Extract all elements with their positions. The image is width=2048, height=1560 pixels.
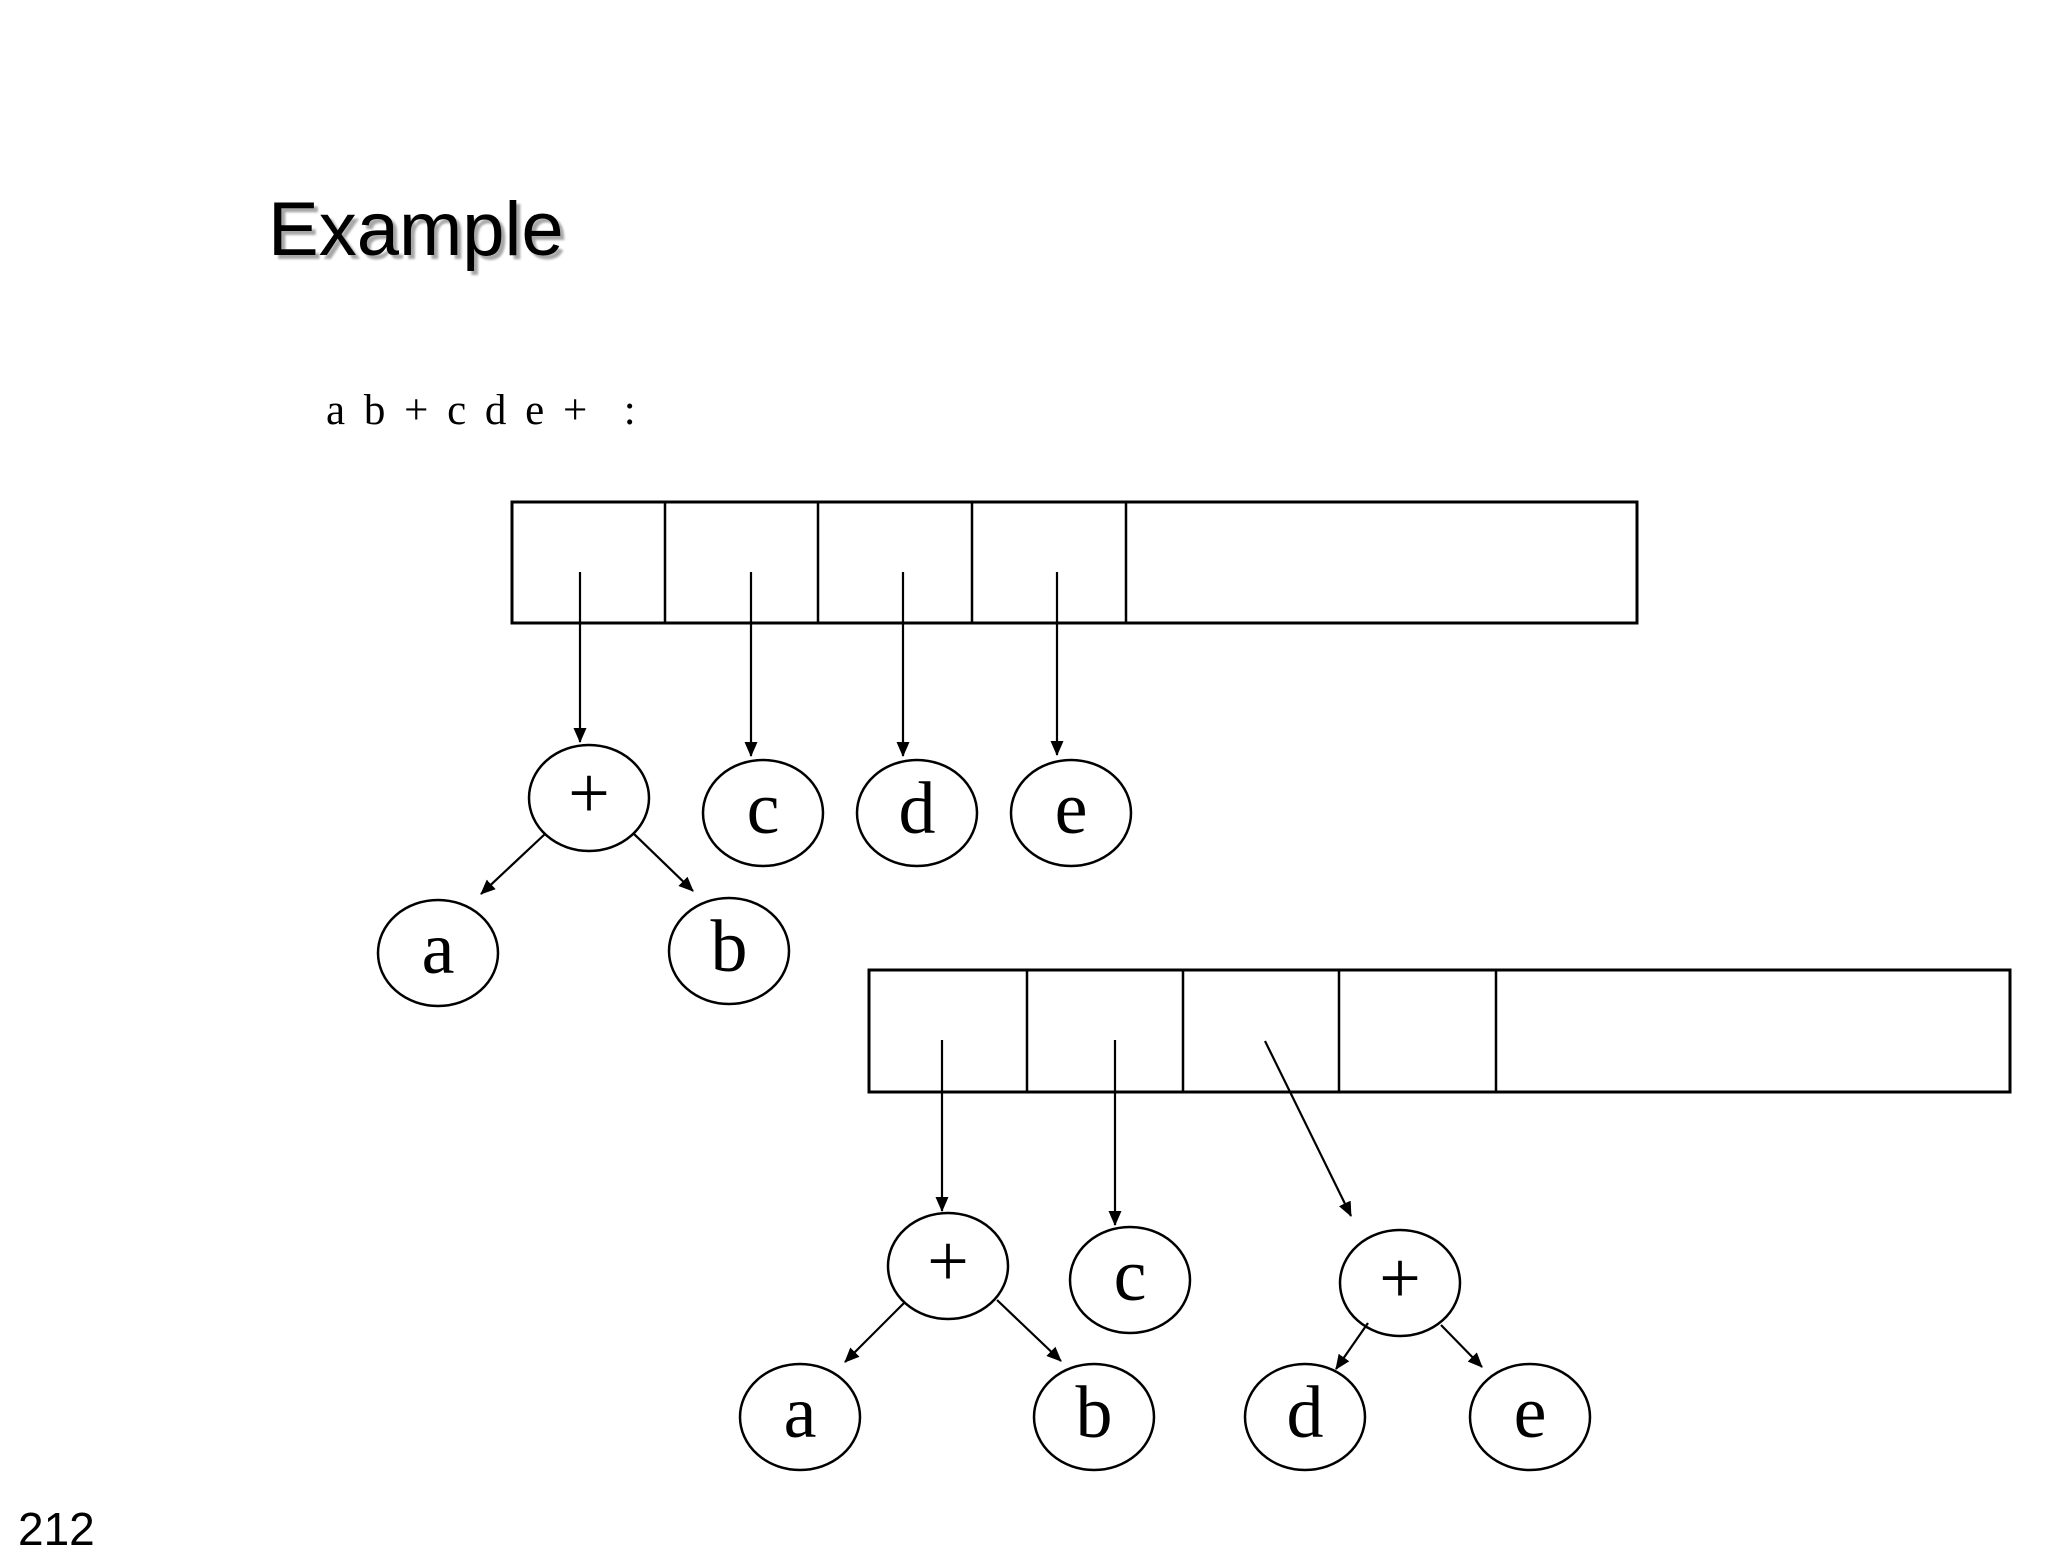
node-circle [667, 896, 791, 1006]
tree-node-tree1-a: a [376, 898, 500, 1008]
node-label: d [899, 768, 936, 850]
stack-state-1 [510, 500, 1639, 625]
node-label: d [1287, 1372, 1324, 1454]
arrow-tree2-plus-right-to-d [1335, 1322, 1369, 1370]
tree-node-tree2-b: b [1032, 1362, 1156, 1472]
node-label: + [927, 1221, 969, 1303]
node-label: a [784, 1372, 817, 1454]
tree-node-tree2-e: e [1468, 1362, 1592, 1472]
stack-outline [867, 968, 2012, 1094]
postfix-expression: a b + c d e + : [326, 387, 637, 434]
node-circle [1009, 758, 1133, 868]
arrow-tree1-plus-to-b [633, 833, 694, 892]
node-label: + [1379, 1238, 1421, 1320]
node-circle [701, 758, 825, 868]
node-label: c [747, 768, 780, 850]
node-label: e [1055, 768, 1088, 850]
node-circle [1032, 1362, 1156, 1472]
tree-node-tree2-plus-left: + [886, 1211, 1010, 1321]
tree-node-tree1-d: d [855, 758, 979, 868]
node-label: + [568, 753, 610, 835]
node-circle [1068, 1225, 1192, 1335]
tree-node-tree1-e: e [1009, 758, 1133, 868]
node-circle [1338, 1228, 1462, 1338]
node-circle [855, 758, 979, 868]
node-circle [1243, 1362, 1367, 1472]
page-number: 212 [18, 1503, 95, 1555]
slide-title: Example [268, 187, 564, 272]
arrow-stack2-cell3-to-plus [1264, 1040, 1352, 1217]
node-circle [1468, 1362, 1592, 1472]
stack-state-2 [867, 968, 2012, 1094]
node-label: a [422, 908, 455, 990]
node-label: b [711, 906, 748, 988]
tree-node-tree1-c: c [701, 758, 825, 868]
arrow-tree1-plus-to-a [480, 833, 546, 895]
node-circle [886, 1211, 1010, 1321]
tree-node-tree2-a: a [738, 1362, 862, 1472]
tree-node-tree2-plus-right: + [1338, 1228, 1462, 1338]
node-circle [527, 743, 651, 853]
node-circle [738, 1362, 862, 1472]
node-label: c [1114, 1235, 1147, 1317]
arrow-tree2-plus-right-to-e [1440, 1324, 1483, 1368]
arrow-tree2-plus-left-to-a [844, 1301, 906, 1363]
arrow-tree2-plus-left-to-b [996, 1299, 1062, 1362]
stack-outline [510, 500, 1639, 625]
tree-node-tree2-d: d [1243, 1362, 1367, 1472]
node-label: b [1076, 1372, 1113, 1454]
node-circle [376, 898, 500, 1008]
diagram-root: + c d e a b + c + a b d e [376, 500, 2012, 1472]
tree-node-tree2-c: c [1068, 1225, 1192, 1335]
tree-node-tree1-plus: + [527, 743, 651, 853]
node-label: e [1514, 1372, 1547, 1454]
tree-node-tree1-b: b [667, 896, 791, 1006]
